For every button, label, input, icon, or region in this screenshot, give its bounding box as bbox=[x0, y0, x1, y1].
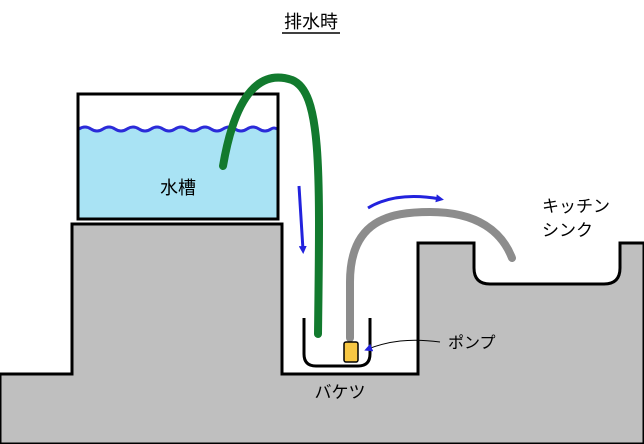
ground-terrain bbox=[0, 222, 644, 444]
bucket-label: バケツ bbox=[315, 383, 366, 403]
pump-callout-line bbox=[364, 339, 441, 352]
down-flow-arrow bbox=[297, 185, 307, 254]
outflow-arrow bbox=[367, 194, 444, 210]
bucket-fill bbox=[304, 318, 370, 366]
sink-label-line1: キッチン bbox=[542, 197, 610, 217]
bucket bbox=[302, 318, 372, 368]
pump bbox=[343, 341, 359, 363]
pump-label: ポンプ bbox=[448, 333, 496, 352]
water-surface-wave bbox=[78, 125, 278, 133]
siphon-hose-green bbox=[219, 73, 323, 338]
drain-hose-gray bbox=[346, 207, 516, 342]
tank-label: 水槽 bbox=[160, 178, 196, 199]
water-tank-outline bbox=[76, 92, 280, 221]
title: 排水時 bbox=[284, 12, 338, 33]
sink-label-line2: シンク bbox=[542, 221, 593, 241]
tank-water bbox=[79, 127, 277, 218]
